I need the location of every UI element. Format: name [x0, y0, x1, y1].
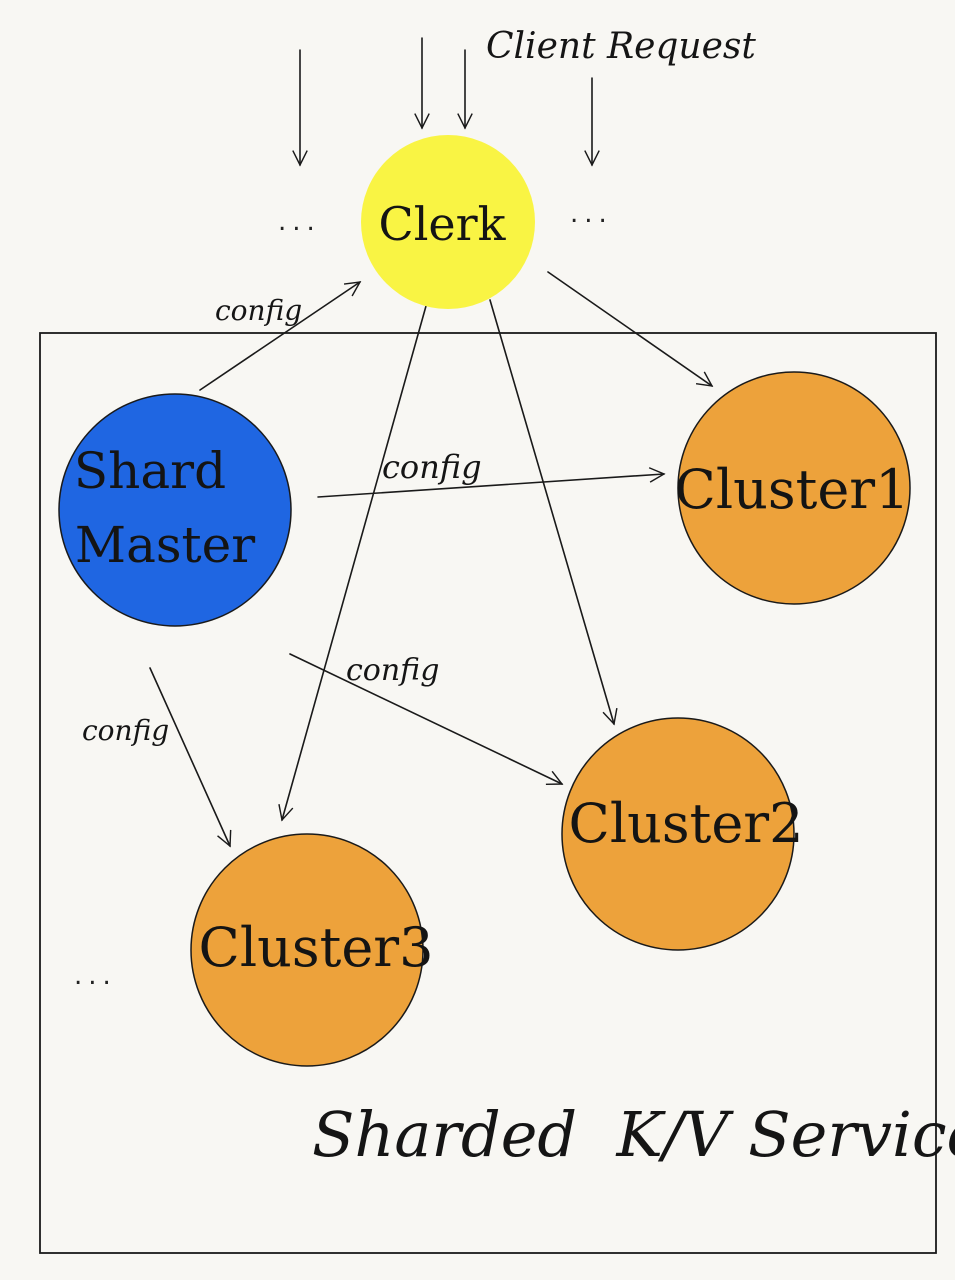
service-boundary-box	[39, 332, 937, 1254]
clerk-label: Clerk	[379, 197, 507, 251]
config-label-to-cluster3: config	[82, 714, 169, 747]
service-box-label: Sharded K/V Service	[312, 1098, 955, 1171]
cluster2-circle	[561, 717, 795, 951]
cluster3-node: Cluster3	[190, 833, 434, 1067]
clerk-node: Clerk	[361, 135, 535, 309]
config-label-to-cluster1: config	[382, 448, 482, 486]
cluster1-label: Cluster1	[675, 458, 910, 521]
edge-shardmaster-to-clerk	[199, 281, 362, 391]
ellipsis-more-clusters: ...	[74, 961, 117, 991]
cluster1-node: Cluster1	[675, 371, 911, 605]
ellipsis-right-of-clerk: ...	[570, 199, 613, 229]
shard-master-circle	[58, 393, 292, 627]
shard-master-label-line1: Shard	[74, 442, 226, 500]
client-request-label: Client Request	[486, 26, 756, 67]
ellipsis-left-of-clerk: ...	[278, 207, 321, 237]
edge-shardmaster-to-cluster1	[317, 467, 666, 498]
cluster3-label: Cluster3	[199, 916, 434, 979]
edge-clerk-to-cluster1	[547, 271, 714, 387]
config-label-to-clerk: config	[215, 294, 302, 327]
edge-clerk-to-cluster3	[278, 305, 427, 822]
cluster2-label: Cluster2	[569, 792, 804, 855]
cluster2-node: Cluster2	[561, 717, 804, 951]
clerk-circle	[361, 135, 535, 309]
edge-shardmaster-to-cluster2	[289, 653, 564, 786]
edge-clerk-to-cluster2	[489, 299, 618, 726]
cluster1-circle	[677, 371, 911, 605]
config-label-to-cluster2: config	[346, 653, 439, 688]
cluster3-circle	[190, 833, 424, 1067]
shard-master-label-line2: Master	[75, 516, 255, 574]
shard-master-node: Shard Master	[58, 393, 292, 627]
edge-shardmaster-to-cluster3	[149, 667, 232, 848]
